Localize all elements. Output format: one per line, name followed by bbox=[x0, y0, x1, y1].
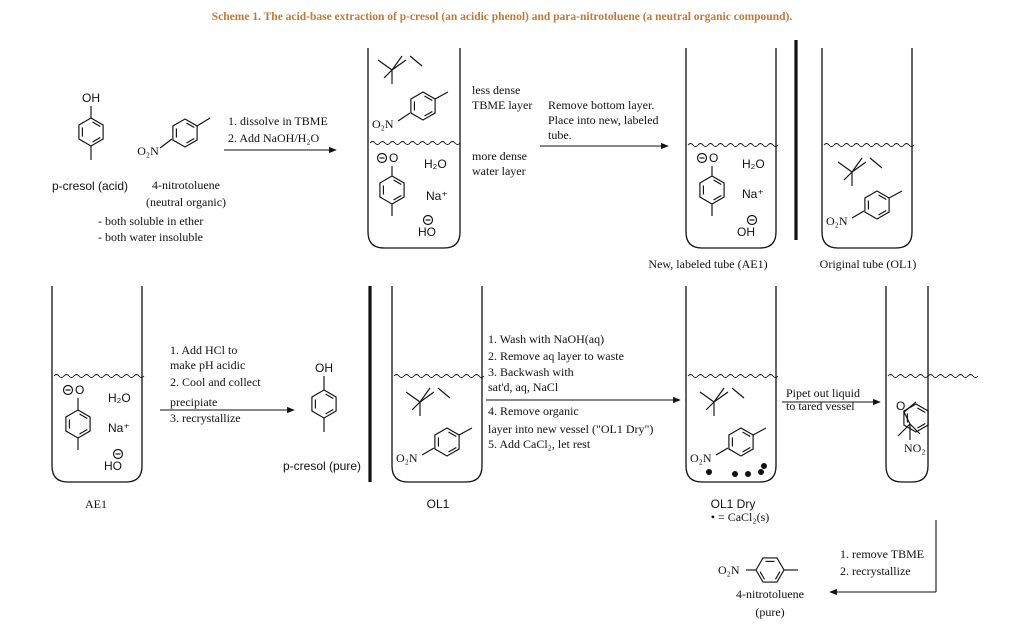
step-d-2: 2. Remove aq layer to waste bbox=[488, 349, 624, 363]
tube-ol1-original: O₂N bbox=[821, 48, 915, 249]
scheme-title: Scheme 1. The acid-base extraction of p-… bbox=[212, 11, 793, 23]
ae1-sodium: Na⁺ bbox=[742, 187, 764, 201]
final-o2n: O₂N bbox=[718, 563, 740, 577]
layer-top-1: less dense bbox=[472, 83, 520, 97]
ol1-original-caption: Original tube (OL1) bbox=[820, 257, 917, 271]
tube-ae1-new: O H₂O Na⁺ OH bbox=[685, 48, 779, 249]
ae1-o-minus: O bbox=[709, 151, 718, 165]
ol1-o2n: O₂N bbox=[826, 214, 848, 228]
ae1-caption: AE1 bbox=[85, 497, 107, 511]
pure-hydroxyl: OH bbox=[315, 361, 333, 375]
ol1-caption: OL1 bbox=[427, 497, 450, 511]
ae1b-water: H₂O bbox=[108, 391, 131, 405]
ae1b-sodium: Na⁺ bbox=[108, 421, 130, 435]
step-d-5: 4. Remove organic bbox=[488, 404, 579, 418]
step-b-1: Remove bottom layer. bbox=[548, 98, 654, 112]
step-d-6: layer into new vessel ("OL1 Dry") bbox=[488, 422, 653, 436]
step-b-2: Place into new, labeled bbox=[548, 113, 659, 127]
step-c-4: precipiate bbox=[170, 395, 217, 409]
final-o: O bbox=[896, 399, 905, 413]
step-d-3: 3. Backwash with bbox=[488, 365, 574, 379]
step-c-3: 2. Cool and collect bbox=[170, 375, 261, 389]
tube-ol1-dry: O₂N bbox=[685, 286, 779, 483]
ae1-water: H₂O bbox=[742, 157, 765, 171]
final-no2: NO₂ bbox=[904, 441, 926, 455]
pcresol-pure-structure: OH bbox=[311, 361, 337, 432]
p-cresol-structure: OH bbox=[78, 91, 104, 160]
tube1-water: H₂O bbox=[424, 157, 447, 171]
cacl2-legend: • = CaCl₂(s) bbox=[711, 510, 769, 524]
dry-o2n: O₂N bbox=[690, 451, 712, 465]
step-d-1: 1. Wash with NaOH(aq) bbox=[488, 332, 604, 346]
step-c-1: 1. Add HCl to bbox=[170, 343, 237, 357]
step-b-3: tube. bbox=[548, 128, 572, 142]
step-a-1: 1. dissolve in TBME bbox=[228, 114, 328, 128]
nitrotoluene-structure: O₂N bbox=[137, 117, 211, 158]
tube-ol1: O₂N bbox=[391, 286, 485, 483]
step-d-7: 5. Add CaCl₂, let rest bbox=[488, 437, 591, 451]
final-label-1: 4-nitrotoluene bbox=[736, 587, 804, 601]
dry-caption: OL1 Dry bbox=[711, 497, 756, 511]
layer-bottom-2: water layer bbox=[472, 164, 526, 178]
pcresol-pure-label: p-cresol (pure) bbox=[283, 459, 361, 473]
tube1-o2n: O₂N bbox=[372, 117, 394, 131]
step-f-1: 1. remove TBME bbox=[840, 547, 924, 561]
step-a-2: 2. Add NaOH/H₂O bbox=[228, 131, 320, 145]
nitrotoluene-pure-structure: O₂N bbox=[718, 557, 798, 583]
ae1-new-caption: New, labeled tube (AE1) bbox=[648, 257, 767, 271]
hydroxyl-label: OH bbox=[82, 91, 100, 105]
cacl2-particles bbox=[706, 463, 767, 477]
ae1b-o-minus: O bbox=[75, 383, 84, 397]
step-e-1: Pipet out liquid bbox=[786, 386, 860, 400]
tube1-o-minus: O bbox=[389, 151, 398, 165]
tube1-hydroxide: HO bbox=[418, 225, 436, 239]
tube-tared-vessel: O NO₂ bbox=[885, 286, 979, 483]
ol1b-o2n: O₂N bbox=[396, 451, 418, 465]
note-1: - both soluble in ether bbox=[98, 214, 203, 228]
nitrotoluene-sublabel: (neutral organic) bbox=[146, 195, 226, 209]
tube-ae1: O H₂O Na⁺ HO bbox=[51, 286, 145, 483]
step-d-4: sat'd, aq, NaCl bbox=[488, 380, 559, 394]
layer-bottom-1: more dense bbox=[472, 149, 527, 163]
note-2: - both water insoluble bbox=[98, 230, 203, 244]
step-e-2: to tared vessel bbox=[786, 399, 855, 413]
nitro-group-label: O₂N bbox=[137, 144, 159, 158]
pcresol-label: p-cresol (acid) bbox=[52, 179, 128, 193]
step-c-2: make pH acidic bbox=[170, 358, 245, 372]
step-f-2: 2. recrystallize bbox=[840, 564, 911, 578]
nitrotoluene-label: 4-nitrotoluene bbox=[152, 178, 220, 192]
tube1-sodium: Na⁺ bbox=[426, 189, 448, 203]
tube-mixture: O₂N O H₂O Na⁺ HO bbox=[367, 48, 461, 249]
layer-top-2: TBME layer bbox=[472, 98, 532, 112]
ae1b-hydroxide: HO bbox=[104, 459, 122, 473]
step-c-5: 3. recrystallize bbox=[170, 411, 241, 425]
final-label-2: (pure) bbox=[755, 605, 784, 619]
ae1-hydroxide: OH bbox=[737, 225, 755, 239]
